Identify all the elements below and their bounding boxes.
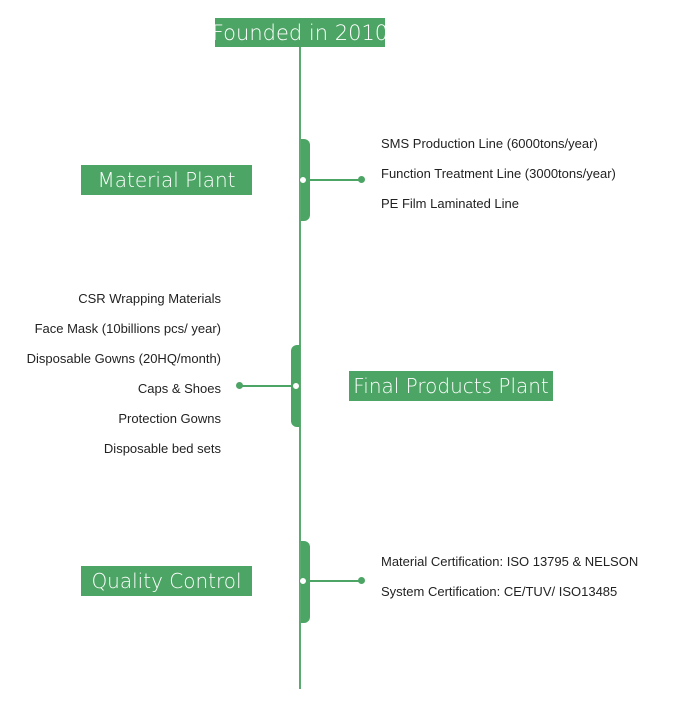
material-plant-node — [299, 176, 307, 184]
final-products-node — [292, 382, 300, 390]
final-products-plant-label: Final Products Plant — [349, 371, 553, 401]
final-products-connector — [240, 385, 292, 387]
list-item: Disposable bed sets — [103, 441, 221, 456]
material-plant-connector — [307, 179, 361, 181]
list-item: Face Mask (10billions pcs/ year) — [34, 321, 221, 336]
quality-control-node — [299, 577, 307, 585]
list-item: Function Treatment Line (3000tons/year) — [381, 166, 616, 181]
material-plant-dot — [358, 176, 365, 183]
list-item: Disposable Gowns (20HQ/month) — [26, 351, 221, 366]
list-item: SMS Production Line (6000tons/year) — [381, 136, 598, 151]
quality-control-connector — [307, 580, 361, 582]
list-item: Material Certification: ISO 13795 & NELS… — [381, 554, 639, 569]
list-item: Protection Gowns — [118, 411, 221, 426]
final-products-dot — [236, 382, 243, 389]
quality-control-label: Quality Control — [81, 566, 252, 596]
list-item: PE Film Laminated Line — [381, 196, 520, 211]
list-item: System Certification: CE/TUV/ ISO13485 — [381, 584, 618, 599]
timeline-title: Founded in 2010 — [212, 18, 388, 47]
quality-control-list: Material Certification: ISO 13795 & NELS… — [381, 547, 638, 607]
quality-control-dot — [358, 577, 365, 584]
list-item: CSR Wrapping Materials — [78, 291, 221, 306]
material-plant-list: SMS Production Line (6000tons/year) Func… — [381, 129, 616, 219]
list-item: Caps & Shoes — [137, 381, 221, 396]
final-products-list: CSR Wrapping Materials Face Mask (10bill… — [27, 284, 221, 464]
material-plant-label: Material Plant — [81, 165, 252, 195]
